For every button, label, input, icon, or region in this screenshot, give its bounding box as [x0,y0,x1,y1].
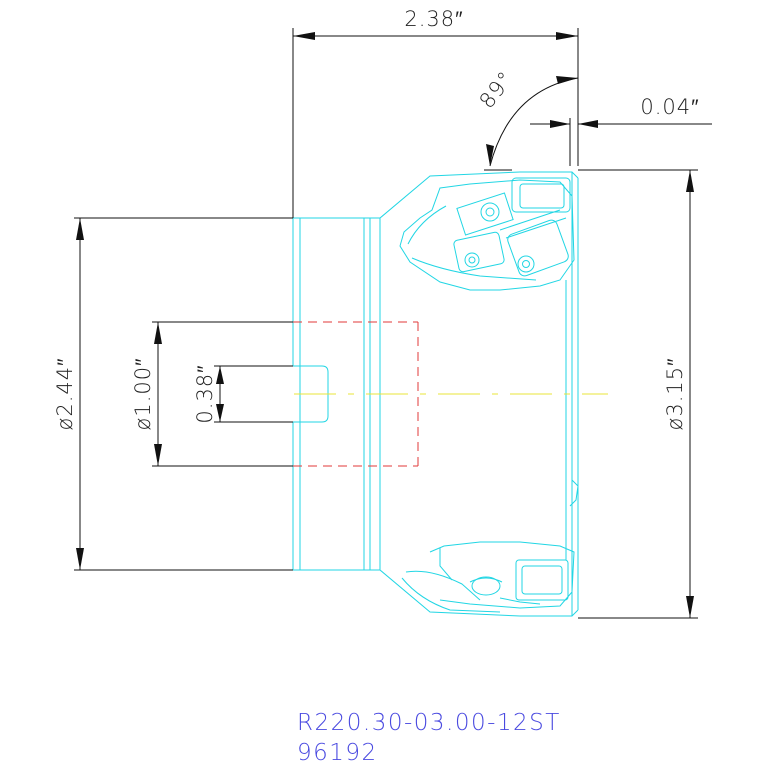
lower-pocket-floor [405,570,481,601]
offset-label: 0.04″ [640,95,699,119]
upper-clamp [511,177,571,213]
shank-dia-arrow-top [76,218,84,240]
shank-dia-arrow-bottom [76,548,84,570]
upper-screw-socket [485,207,495,217]
upper-insert-edge [499,209,561,231]
overall-length-label: 2.38″ [404,7,463,31]
body-upper-taper [379,171,579,219]
bore-hidden-lines [293,321,419,467]
lower-chip-pocket [429,541,575,609]
wedge-screw-right [517,255,535,273]
body-notch [569,479,579,507]
cutting-diameter-label: ø3.15″ [663,357,687,430]
wedge-screw-left-socket [468,256,476,264]
angle-arrow-bottom [486,144,494,166]
offset-arrow-right [578,120,598,128]
part-number-label: R220.30-03.00-12ST [297,710,561,736]
dimension-lines [74,28,712,619]
upper-wedge [453,231,505,273]
keyway-width-label: 0.38″ [193,364,217,423]
lower-clamp [515,559,569,601]
upper-pocket-floor [411,257,537,281]
milling-cutter-outline [292,171,579,617]
item-number-label: 96192 [297,740,378,766]
upper-chip-pocket [399,179,575,291]
upper-screw-head [480,202,500,222]
length-arrow-left [293,32,315,40]
lower-pocket-curve [401,577,501,613]
cut-dia-arrow-top [686,170,694,192]
angle-arrow-top [556,76,578,84]
shank-diameter-label: ø2.44″ [53,357,77,430]
bore-dia-arrow-bottom [154,444,162,466]
lower-insert-edge [499,597,541,605]
upper-insert-edge-2 [505,217,567,239]
keyway-arrow-top [216,366,224,384]
lower-pocket-edge [439,548,453,581]
keyway-arrow-bottom [216,404,224,422]
wedge-screw-left [464,252,480,268]
lower-screw-top [469,577,503,583]
length-arrow-right [556,32,578,40]
lower-clamp-inner [521,565,563,595]
bore-diameter-label: ø1.00″ [131,357,155,430]
angle-label: 89° [475,66,519,112]
upper-insert [456,192,514,236]
cut-dia-arrow-bottom [686,596,694,618]
shank-outline [292,217,380,571]
upper-seat [507,219,569,277]
wedge-screw-right-socket [522,260,530,268]
upper-clamp-inner [519,183,565,209]
lower-screw-head [471,576,501,596]
bore-dia-arrow-top [154,322,162,344]
offset-arrow-left [550,120,570,128]
upper-pocket-curve [407,205,447,245]
body-lower-taper [379,569,579,617]
